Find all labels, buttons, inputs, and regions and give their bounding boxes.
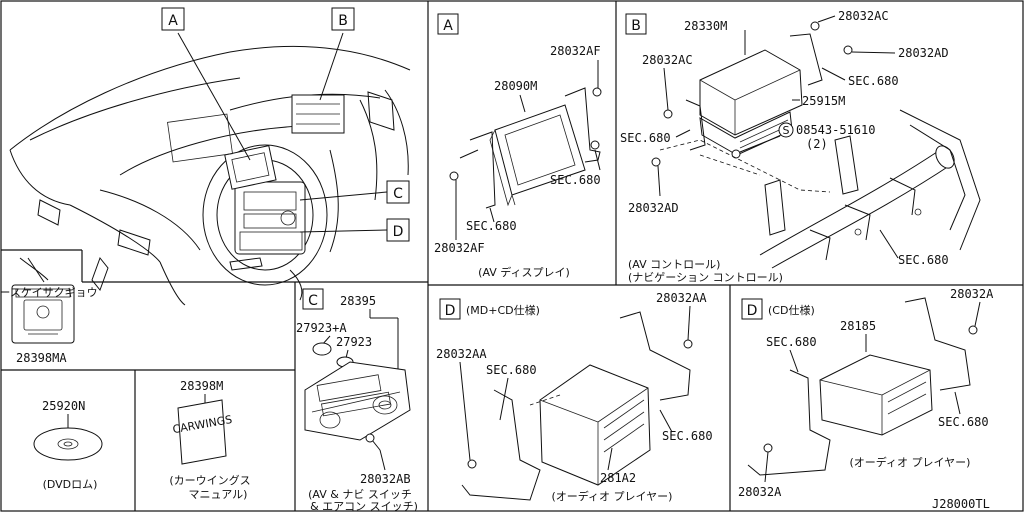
label-sec680-a-right[interactable]: SEC.680 [550, 173, 601, 187]
dashboard-overview [9, 32, 411, 306]
label-sec680-d1-right[interactable]: SEC.680 [662, 429, 713, 443]
label-sec680-d1-left[interactable]: SEC.680 [486, 363, 537, 377]
svg-text:28032AD: 28032AD [628, 201, 679, 215]
svg-text:(オーディオ プレイヤー): (オーディオ プレイヤー) [850, 455, 971, 469]
label-28090m[interactable]: 28090M [494, 79, 537, 93]
svg-text:28032AF: 28032AF [434, 241, 485, 255]
svg-text:S: S [783, 124, 790, 137]
label-28032ad-right[interactable]: 28032AD [898, 46, 949, 60]
svg-text:(ナビゲーション コントロール): (ナビゲーション コントロール) [628, 271, 783, 284]
label-28330m[interactable]: 28330M [684, 19, 727, 33]
steering-member-beam [759, 109, 981, 269]
navigation-control-unit[interactable] [699, 49, 803, 156]
panel-d-cd-label: D [741, 298, 763, 320]
part-28398m-manual[interactable]: 28398M CARWINGS (カーウイングス マニュアル) [169, 379, 250, 501]
svg-text:(AV ディスプレイ): (AV ディスプレイ) [478, 265, 570, 279]
svg-text:A: A [168, 13, 178, 29]
overview-callout-c[interactable]: C [386, 180, 410, 204]
panel-b: B 28330M 28032AC 28032AD SEC.680 28032AC… [620, 9, 981, 284]
screw-28032a-bottom[interactable]: 28032A [738, 443, 782, 499]
svg-text:08543-51610: 08543-51610 [796, 123, 875, 137]
label-28032ac-top[interactable]: 28032AC [838, 9, 889, 23]
svg-text:D: D [393, 224, 404, 240]
overview-callout-a[interactable]: A [161, 7, 185, 31]
panel-c-label: C [302, 288, 324, 310]
label-sec680-b-top[interactable]: SEC.680 [848, 74, 899, 88]
svg-text:(DVDロム): (DVDロム) [43, 478, 98, 491]
label-sec680-b-bottom[interactable]: SEC.680 [898, 253, 949, 267]
svg-text:28032A: 28032A [738, 485, 782, 499]
svg-text:D: D [445, 303, 456, 319]
label-28032aa-left[interactable]: 28032AA [436, 347, 487, 361]
label-28032aa-right[interactable]: 28032AA [656, 291, 707, 305]
label-sec680-a-left[interactable]: SEC.680 [466, 219, 517, 233]
panel-d-cd: D (CD仕様) 28032A 28185 SEC.680 SEC.680 28… [738, 287, 994, 499]
svg-text:(AV コントロール): (AV コントロール) [628, 258, 720, 271]
label-27923a[interactable]: 27923+A [296, 321, 347, 335]
label-27923[interactable]: 27923 [336, 335, 372, 349]
svg-text:マニュアル): マニュアル) [189, 488, 248, 501]
label-sec680-d2-right[interactable]: SEC.680 [938, 415, 989, 429]
svg-text:C: C [308, 293, 318, 309]
svg-text:(AV & ナビ スイッチ: (AV & ナビ スイッチ [308, 488, 412, 501]
svg-text:28032AB: 28032AB [360, 472, 411, 486]
svg-text:(オーディオ プレイヤー): (オーディオ プレイヤー) [552, 489, 673, 503]
screw-28032af-bottom[interactable]: 28032AF [434, 171, 485, 255]
overview-callout-d[interactable]: D [386, 218, 410, 242]
svg-text:28398MA: 28398MA [16, 351, 67, 365]
label-sec680-d2-left[interactable]: SEC.680 [766, 335, 817, 349]
panel-a-label: A [437, 13, 459, 35]
av-display-unit[interactable] [489, 104, 586, 207]
svg-text:(カーウイングス: (カーウイングス [169, 473, 250, 487]
svg-text:(MD+CD仕様): (MD+CD仕様) [466, 303, 540, 317]
svg-text:(CD仕様): (CD仕様) [768, 303, 815, 317]
panel-a: A 28032AF 28090M SEC.680 SEC.680 28032AF… [434, 13, 602, 279]
overview-callout-b[interactable]: B [331, 7, 355, 31]
label-28032ac-left[interactable]: 28032AC [642, 53, 693, 67]
screw-08543-51610[interactable]: S 08543-51610 (2) [731, 122, 875, 159]
svg-text:B: B [631, 18, 641, 34]
part-28398ma-tag[interactable]: ソースケイサクギョウ 28398MA [0, 257, 98, 365]
label-28395[interactable]: 28395 [340, 294, 376, 308]
svg-text:& エアコン スイッチ): & エアコン スイッチ) [310, 500, 418, 512]
switch-panel-drawing [304, 342, 411, 441]
svg-text:A: A [443, 18, 453, 34]
label-281a2[interactable]: 281A2 [600, 471, 636, 485]
panel-d-mdcd-label: D [439, 298, 461, 320]
svg-text:ソースケイサクギョウ: ソースケイサクギョウ [0, 286, 98, 299]
svg-text:25920N: 25920N [42, 399, 85, 413]
label-28032a-top[interactable]: 28032A [950, 287, 994, 301]
drawing-code: J28000TL [932, 497, 990, 511]
label-25915m[interactable]: 25915M [802, 94, 845, 108]
label-28185[interactable]: 28185 [840, 319, 876, 333]
svg-text:B: B [338, 13, 348, 29]
panel-b-label: B [625, 13, 647, 35]
screw-28032ab[interactable]: 28032AB [360, 433, 411, 486]
audio-player-cd[interactable] [819, 354, 933, 436]
svg-text:D: D [747, 303, 758, 319]
svg-text:28398M: 28398M [180, 379, 223, 393]
svg-text:(2): (2) [806, 137, 828, 151]
audio-player-mdcd[interactable] [539, 364, 651, 486]
part-25920n-dvd[interactable]: 25920N (DVDロム) [33, 399, 103, 491]
label-28032af-top[interactable]: 28032AF [550, 44, 601, 58]
label-sec680-b-left[interactable]: SEC.680 [620, 131, 671, 145]
svg-text:C: C [393, 186, 403, 202]
panel-d-mdcd: D (MD+CD仕様) 28032AA 28032AA SEC.680 SEC.… [436, 291, 713, 503]
screw-28032ad-bottom[interactable]: 28032AD [628, 157, 679, 215]
panel-c: C 28395 27923+A 27923 28032AB (AV & ナビ ス… [296, 288, 418, 512]
